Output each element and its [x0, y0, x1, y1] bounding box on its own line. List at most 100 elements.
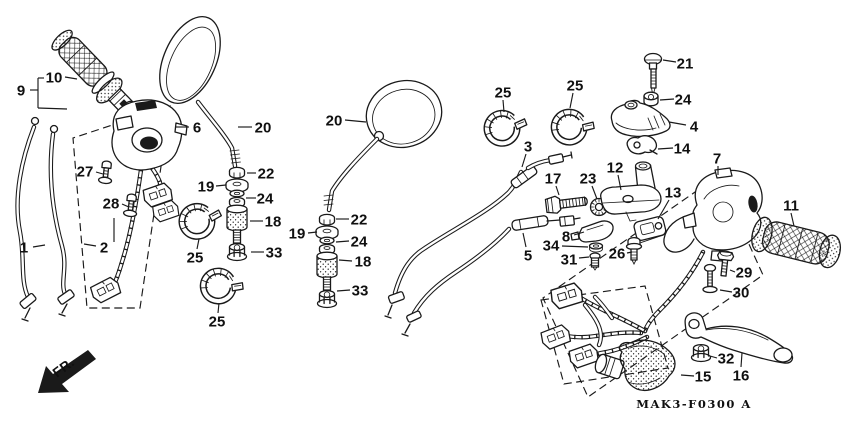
callout-11: 11 — [783, 198, 799, 215]
leader-line-18-mid — [338, 259, 353, 262]
part-11-grip-art — [751, 216, 842, 269]
leader-line-8 — [573, 231, 585, 236]
front-arrow-icon — [38, 350, 96, 393]
part-3-cable-art — [384, 151, 573, 319]
callout-33-left: 33 — [266, 245, 283, 262]
callout-1: 1 — [20, 240, 28, 257]
part-8-switch-art — [570, 220, 614, 243]
part-24-right-nut-art — [643, 91, 659, 107]
leader-line-24-mid — [335, 240, 350, 243]
part-25-clamp-d-art — [550, 107, 596, 145]
part-7-switch-housing-art — [642, 167, 763, 334]
part-29-bolt-art — [716, 250, 735, 277]
callout-21: 21 — [677, 56, 694, 73]
callout-18-mid: 18 — [355, 254, 372, 271]
callout-24-mid: 24 — [351, 234, 368, 251]
part-25-clamp-c-art — [484, 109, 528, 144]
callout-8: 8 — [562, 229, 570, 246]
callout-25-a: 25 — [187, 250, 204, 267]
callout-5: 5 — [524, 248, 532, 265]
callout-10: 10 — [46, 70, 63, 87]
callout-33-mid: 33 — [352, 283, 369, 300]
part-26-bolt-art — [625, 236, 643, 265]
part-16-lever-art — [684, 312, 794, 364]
leader-line-12 — [617, 174, 622, 191]
leader-line-24-right — [659, 98, 675, 101]
leader-line-10 — [64, 76, 78, 80]
leader-line-1 — [32, 244, 46, 248]
leader-line-29 — [729, 269, 736, 273]
part-32-nut-art — [690, 343, 712, 363]
callout-3: 3 — [524, 139, 532, 156]
leader-line-16 — [740, 352, 743, 368]
leader-line-4 — [668, 121, 687, 126]
callout-18-left: 18 — [265, 214, 282, 231]
callout-13: 13 — [665, 185, 682, 202]
callout-19-left: 19 — [198, 179, 215, 196]
callout-32: 32 — [718, 351, 735, 368]
callout-16: 16 — [733, 368, 750, 385]
leader-line-34 — [561, 245, 589, 248]
callout-26: 26 — [609, 246, 626, 263]
callout-20-left: 20 — [255, 120, 272, 137]
part-25-clamp-a-art — [177, 200, 223, 238]
part-21-pivot-bolt-art — [643, 52, 663, 97]
callout-15: 15 — [695, 369, 712, 386]
leader-line-33-mid — [336, 289, 351, 292]
callout-22-left: 22 — [258, 166, 275, 183]
callout-12: 12 — [607, 160, 624, 177]
part-6-switch-housing-art — [88, 99, 188, 306]
leader-line-14 — [657, 147, 674, 150]
callout-7: 7 — [713, 151, 721, 168]
callout-24-left: 24 — [257, 191, 274, 208]
part-34-nut-art — [588, 242, 604, 253]
leader-line-13 — [657, 199, 670, 220]
callout-29: 29 — [736, 265, 753, 282]
leader-line-2 — [83, 243, 97, 247]
part-5-cable-art — [401, 215, 581, 337]
part-13-clamp-art — [633, 216, 667, 244]
leader-line-25-b — [217, 302, 220, 314]
leader-line-26 — [626, 251, 633, 254]
callout-2: 2 — [100, 240, 108, 257]
callout-31: 31 — [561, 252, 578, 269]
part-25-clamp-b-art — [198, 265, 246, 306]
callout-22-mid: 22 — [351, 212, 368, 229]
leader-line-32 — [709, 355, 718, 359]
leader-line-23 — [591, 185, 598, 200]
leader-lines — [30, 59, 795, 377]
leader-line-25-c — [502, 99, 505, 113]
leader-line-19-mid — [307, 231, 318, 234]
callout-17: 17 — [545, 171, 562, 188]
callout-30: 30 — [733, 285, 750, 302]
callout-20-mid: 20 — [326, 113, 343, 130]
left-mirror-art — [159, 16, 241, 169]
callout-9: 9 — [17, 83, 25, 100]
leader-line-20-mid — [344, 119, 367, 123]
bracket-line-2 — [37, 107, 68, 110]
diagram-code: MAK3-F0300 A — [636, 397, 752, 411]
part-31-screw-art — [589, 252, 601, 271]
part-30-bolt-art — [702, 263, 718, 294]
part-15-boot-art — [594, 339, 676, 391]
left-assembly-dashed-box — [72, 105, 171, 309]
part-1-cable-art — [15, 116, 40, 322]
leader-line-3 — [521, 153, 527, 168]
callout-25-d: 25 — [567, 78, 584, 95]
leader-line-21 — [662, 59, 677, 63]
leader-line-25-a — [196, 238, 200, 250]
part-2-cable-art — [48, 124, 75, 317]
part-17-bolt-art — [544, 195, 588, 214]
part-12-throttle-housing-art — [600, 161, 662, 222]
leader-line-15 — [680, 374, 695, 377]
callout-14: 14 — [674, 141, 691, 158]
front-direction-arrow: FR. — [38, 350, 96, 393]
callout-24-right: 24 — [675, 92, 692, 109]
leader-line-30 — [719, 289, 733, 293]
middle-mirror-mount-stack-art — [316, 214, 338, 307]
part-27-bolt-art — [97, 159, 115, 185]
leader-line-5 — [522, 232, 527, 248]
middle-mirror-art — [323, 79, 443, 213]
leader-line-27 — [95, 171, 104, 175]
